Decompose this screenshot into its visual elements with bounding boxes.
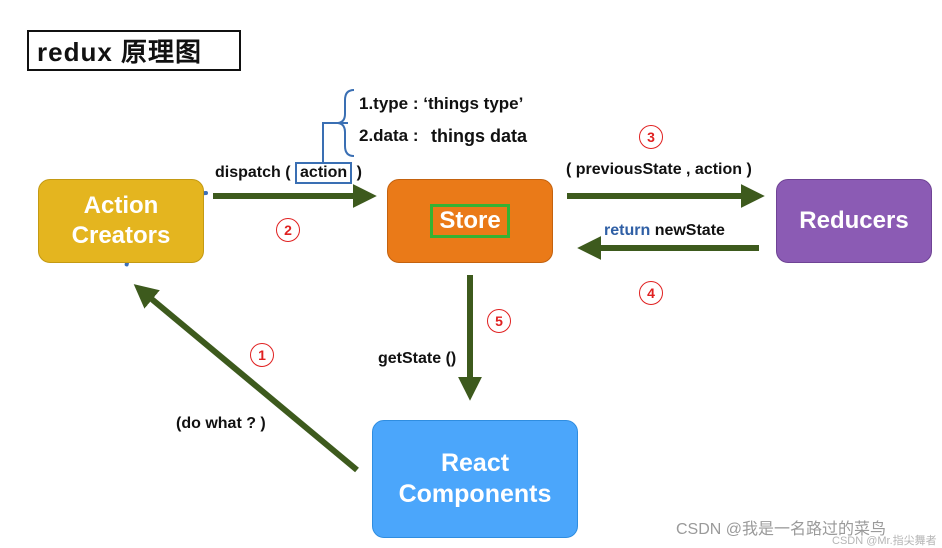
do-what-arrow — [133, 284, 359, 473]
action-creators-label-line2: Creators — [71, 222, 171, 249]
dispatch-action-word: action — [295, 162, 353, 184]
step-3-circle: 3 — [639, 125, 663, 149]
action-creators-node: Action Creators — [38, 179, 204, 263]
previous-state-label: ( previousState , action ) — [566, 161, 752, 178]
action-data-label: 2.data : — [359, 126, 419, 145]
action-data-value: things data — [431, 126, 528, 146]
get-state-label: getState () — [378, 350, 457, 367]
step-1-circle: 1 — [250, 343, 274, 367]
return-value: newState — [654, 222, 725, 239]
store-label: Store — [430, 203, 510, 239]
dispatch-prefix: dispatch ( — [215, 164, 291, 181]
return-keyword: return — [604, 222, 651, 239]
action-type-line: 1.type : ‘things type’ — [359, 94, 524, 113]
react-components-node: React Components — [372, 420, 578, 538]
dispatch-suffix: ) — [356, 164, 362, 181]
reducers-label: Reducers — [799, 207, 909, 234]
step-4-circle: 4 — [639, 281, 663, 305]
react-components-label-line2: Components — [398, 480, 552, 508]
do-what-label: (do what ? ) — [176, 415, 266, 432]
react-components-label-line1: React — [440, 448, 510, 477]
return-label: return newState — [604, 222, 725, 240]
store-node: Store — [387, 179, 553, 263]
step-2-circle: 2 — [276, 218, 300, 242]
reducers-node: Reducers — [776, 179, 932, 263]
dispatch-label: dispatch ( action ) — [215, 162, 362, 184]
csdn-watermark: CSDN @我是一名路过的菜鸟 — [676, 521, 887, 538]
curly-brace — [337, 89, 355, 157]
csdn-watermark-faint: CSDN @Mr.指尖舞者 — [832, 535, 937, 547]
action-creators-label-line1: Action — [83, 192, 159, 219]
step-5-circle: 5 — [487, 309, 511, 333]
diagram-title: redux 原理图 — [27, 30, 241, 71]
